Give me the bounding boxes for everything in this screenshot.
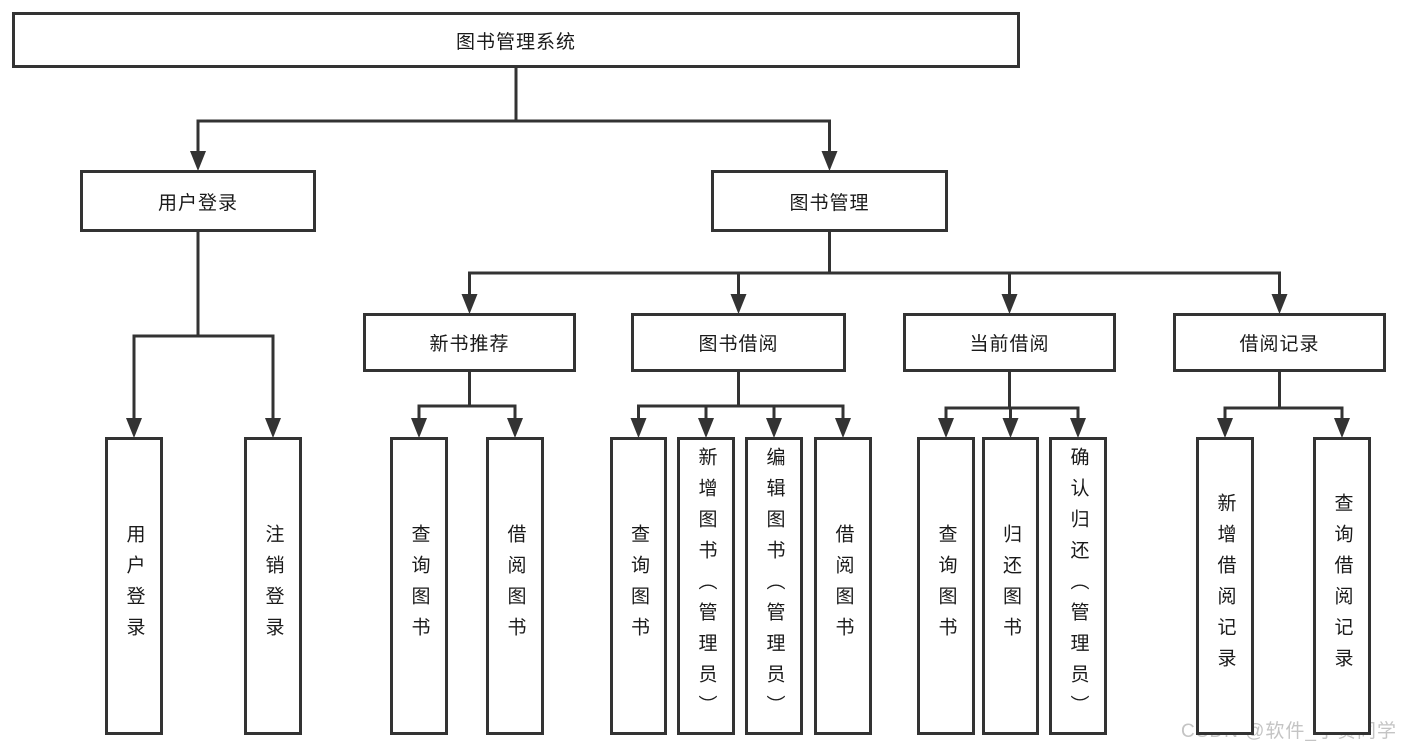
node-record: 借阅记录 [1173, 313, 1386, 372]
node-label-borrow-4: 借阅图书 [832, 524, 854, 648]
node-mgmt: 图书管理 [711, 170, 948, 232]
node-root: 图书管理系统 [12, 12, 1020, 68]
node-borrow: 图书借阅 [631, 313, 846, 372]
node-label-rec: 新书推荐 [429, 334, 510, 355]
arrowhead [1334, 418, 1350, 438]
arrowhead [766, 418, 782, 438]
arrowhead [1217, 418, 1233, 438]
node-label-rec-1: 查询图书 [408, 524, 430, 648]
arrowhead [1002, 418, 1019, 438]
node-current-3: 确认归还（管理员） [1049, 437, 1107, 735]
node-label-login-2: 注销登录 [262, 524, 284, 648]
node-label-current-3: 确认归还（管理员） [1067, 446, 1089, 726]
node-borrow-4: 借阅图书 [814, 437, 872, 735]
node-login-2: 注销登录 [244, 437, 302, 735]
node-label-current: 当前借阅 [969, 334, 1050, 355]
arrowhead [821, 151, 838, 171]
node-rec-2: 借阅图书 [486, 437, 544, 735]
node-borrow-3: 编辑图书（管理员） [745, 437, 803, 735]
node-label-borrow-1: 查询图书 [628, 524, 649, 648]
node-login: 用户登录 [80, 170, 316, 232]
node-label-rec-2: 借阅图书 [504, 524, 526, 648]
arrowhead [1001, 294, 1018, 314]
arrowhead [461, 294, 478, 314]
node-current-2: 归还图书 [982, 437, 1039, 735]
node-label-login-1: 用户登录 [123, 524, 145, 648]
node-label-borrow: 图书借阅 [698, 334, 779, 355]
node-label-root: 图书管理系统 [455, 31, 576, 53]
node-label-record-1: 新增借阅记录 [1214, 493, 1236, 679]
node-label-borrow-3: 编辑图书（管理员） [763, 446, 785, 726]
node-label-current-1: 查询图书 [935, 524, 957, 648]
node-borrow-1: 查询图书 [610, 437, 667, 735]
arrowhead [630, 418, 647, 438]
arrowhead [938, 418, 954, 438]
node-current-1: 查询图书 [917, 437, 975, 735]
node-rec: 新书推荐 [363, 313, 576, 372]
arrowhead [1271, 294, 1288, 314]
arrowhead [835, 418, 851, 438]
arrowhead [730, 294, 747, 314]
node-record-1: 新增借阅记录 [1196, 437, 1254, 735]
node-label-borrow-2: 新增图书（管理员） [695, 446, 717, 726]
arrowhead [1070, 418, 1086, 438]
arrowhead [698, 418, 714, 438]
arrowhead [126, 418, 142, 438]
arrowhead [190, 151, 206, 171]
node-borrow-2: 新增图书（管理员） [677, 437, 735, 735]
node-label-current-2: 归还图书 [1000, 524, 1021, 648]
node-login-1: 用户登录 [105, 437, 163, 735]
node-label-record-2: 查询借阅记录 [1331, 493, 1353, 679]
arrowhead [507, 418, 523, 438]
arrowhead [265, 418, 281, 438]
node-label-record: 借阅记录 [1239, 334, 1320, 355]
node-record-2: 查询借阅记录 [1313, 437, 1371, 735]
node-label-mgmt: 图书管理 [789, 192, 870, 214]
node-label-login: 用户登录 [157, 192, 238, 214]
node-rec-1: 查询图书 [390, 437, 448, 735]
node-current: 当前借阅 [903, 313, 1116, 372]
arrowhead [411, 418, 427, 438]
